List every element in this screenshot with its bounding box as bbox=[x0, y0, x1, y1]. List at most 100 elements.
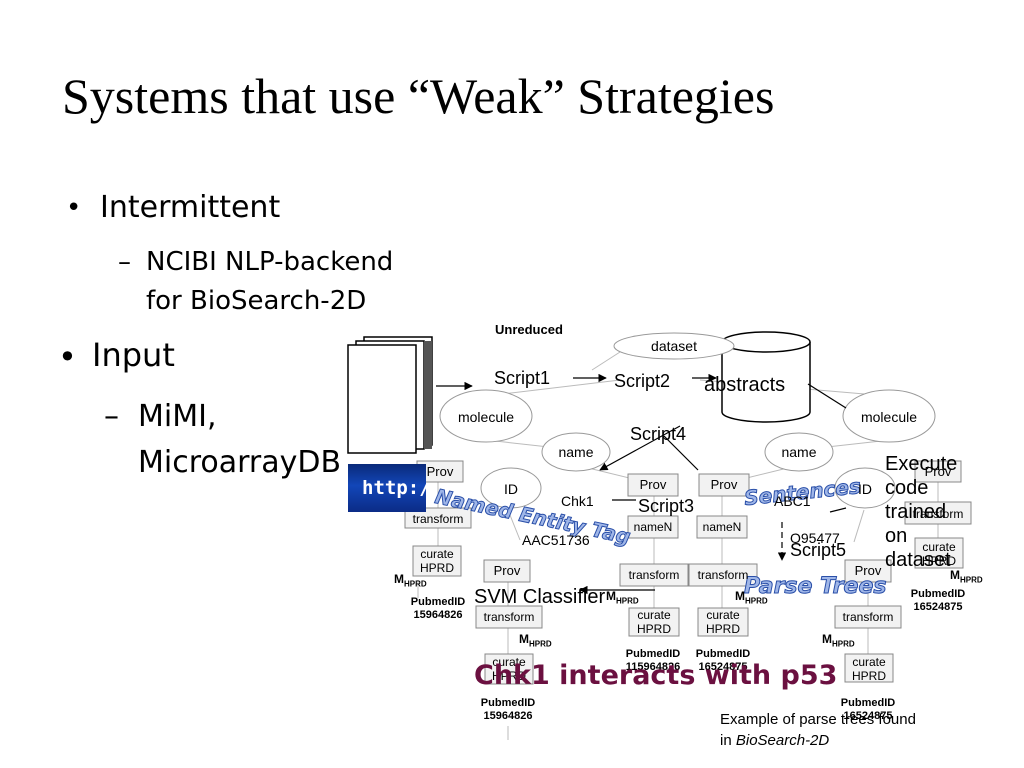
sub-dash: – bbox=[104, 399, 119, 434]
pubmed-id-value: 16524875 bbox=[843, 710, 893, 722]
pubmed-id-value: 16524875 bbox=[698, 661, 748, 673]
pubmed-title: PubmedID bbox=[840, 697, 896, 709]
transform-box: transform bbox=[412, 512, 464, 526]
o95477-value: O95477 bbox=[790, 530, 840, 546]
sub-dash: – bbox=[118, 247, 131, 277]
chk1-value: Chk1 bbox=[561, 493, 594, 509]
prov-box: Prov bbox=[426, 464, 454, 479]
sub-bullet-ncibi: NCIBI NLP-backend bbox=[146, 247, 394, 277]
sub-bullet-mimi: MiMI, bbox=[138, 399, 217, 434]
prov-box: Prov bbox=[493, 563, 521, 578]
m-letter: M bbox=[735, 589, 745, 603]
m-subscript: HPRD bbox=[745, 596, 768, 606]
m-subscript: HPRD bbox=[404, 579, 427, 589]
m-letter: M bbox=[394, 572, 404, 586]
m-letter: M bbox=[606, 589, 616, 603]
abstracts-label: abstracts bbox=[704, 374, 786, 396]
bullet-dot: • bbox=[58, 338, 77, 376]
id-node-left: ID bbox=[504, 481, 518, 497]
curate-label: curate bbox=[420, 547, 454, 561]
molecule-node-left: molecule bbox=[457, 409, 515, 425]
execute-line: Execute bbox=[885, 453, 958, 475]
hprd-label: HPRD bbox=[419, 561, 454, 575]
pubmed-title: PubmedID bbox=[695, 648, 751, 660]
m-hprd-label: MHPRD bbox=[606, 589, 639, 605]
caption-in: in bbox=[720, 732, 732, 749]
execute-line: on bbox=[885, 525, 908, 547]
bullet-dot: • bbox=[66, 193, 82, 223]
pubmed-title: PubmedID bbox=[480, 697, 536, 709]
m-hprd-label: MHPRD bbox=[735, 589, 768, 605]
execute-line: trained bbox=[885, 501, 947, 523]
execute-line: code bbox=[885, 477, 929, 499]
id-node-right: ID bbox=[858, 481, 872, 497]
molecule-node-right: molecule bbox=[860, 409, 918, 425]
dataset-label: dataset bbox=[651, 338, 697, 354]
sub-bullet-microarraydb: MicroarrayDB bbox=[138, 445, 342, 480]
http-banner-image: http:// bbox=[348, 464, 426, 512]
script5-label: Script5 bbox=[790, 540, 847, 560]
execute-line: dataset bbox=[885, 549, 951, 571]
bullet-input: Input bbox=[92, 336, 175, 374]
hprd-label: HPRD bbox=[851, 669, 886, 683]
m-letter: M bbox=[822, 632, 832, 646]
hprd-label: HPRD bbox=[491, 669, 526, 683]
m-subscript: HPRD bbox=[832, 639, 855, 649]
script3-label: Script3 bbox=[638, 496, 695, 516]
caption-line-2: in BioSearch-2D bbox=[720, 730, 916, 751]
transform-box: transform bbox=[842, 610, 894, 624]
document-stack-icon bbox=[347, 336, 433, 454]
pubmed-title: PubmedID bbox=[910, 588, 966, 600]
prov-box: Prov bbox=[639, 477, 667, 492]
pubmed-id-value: 15964826 bbox=[413, 609, 463, 621]
abc1-value: ABC1 bbox=[774, 493, 811, 509]
prov-box: Prov bbox=[854, 563, 882, 578]
m-hprd-label: MHPRD bbox=[394, 572, 427, 588]
curate-label: curate bbox=[922, 540, 956, 554]
pubmed-title: PubmedID bbox=[625, 648, 681, 660]
pubmed-title: PubmedID bbox=[410, 596, 466, 608]
aac51736-value: AAC51736 bbox=[522, 532, 590, 548]
transform-box: transform bbox=[628, 568, 680, 582]
curate-label: curate bbox=[852, 655, 886, 669]
hprd-label: HPRD bbox=[636, 622, 671, 636]
pubmed-id-value: 115964826 bbox=[625, 661, 681, 673]
m-hprd-label: MHPRD bbox=[950, 568, 983, 584]
script2-label: Script2 bbox=[614, 371, 671, 391]
namen-box: nameN bbox=[702, 520, 742, 534]
m-subscript: HPRD bbox=[960, 575, 983, 585]
m-hprd-label: MHPRD bbox=[519, 632, 552, 648]
bullet-intermittent: Intermittent bbox=[100, 190, 281, 225]
svm-classifier-label: SVM Classifier bbox=[474, 586, 606, 608]
pubmed-id-value: 16524875 bbox=[913, 601, 963, 613]
pubmed-id-value: 15964826 bbox=[483, 710, 533, 722]
slide-title: Systems that use “Weak” Strategies bbox=[62, 68, 775, 124]
script4-label: Script4 bbox=[630, 424, 687, 444]
curate-label: curate bbox=[706, 608, 740, 622]
hprd-label: HPRD bbox=[921, 554, 956, 568]
transform-box: transform bbox=[912, 507, 964, 521]
curate-label: curate bbox=[637, 608, 671, 622]
name-node-left: name bbox=[558, 444, 594, 460]
execute-code-text: Execute code trained on dataset bbox=[885, 452, 957, 572]
hprd-label: HPRD bbox=[705, 622, 740, 636]
sub-bullet-biosearch: for BioSearch-2D bbox=[146, 286, 367, 316]
namen-box: nameN bbox=[633, 520, 673, 534]
m-hprd-label: MHPRD bbox=[822, 632, 855, 648]
unreduced-label: Unreduced bbox=[495, 322, 563, 337]
prov-box: Prov bbox=[924, 464, 952, 479]
figure-caption: Example of parse trees found in BioSearc… bbox=[720, 709, 916, 751]
